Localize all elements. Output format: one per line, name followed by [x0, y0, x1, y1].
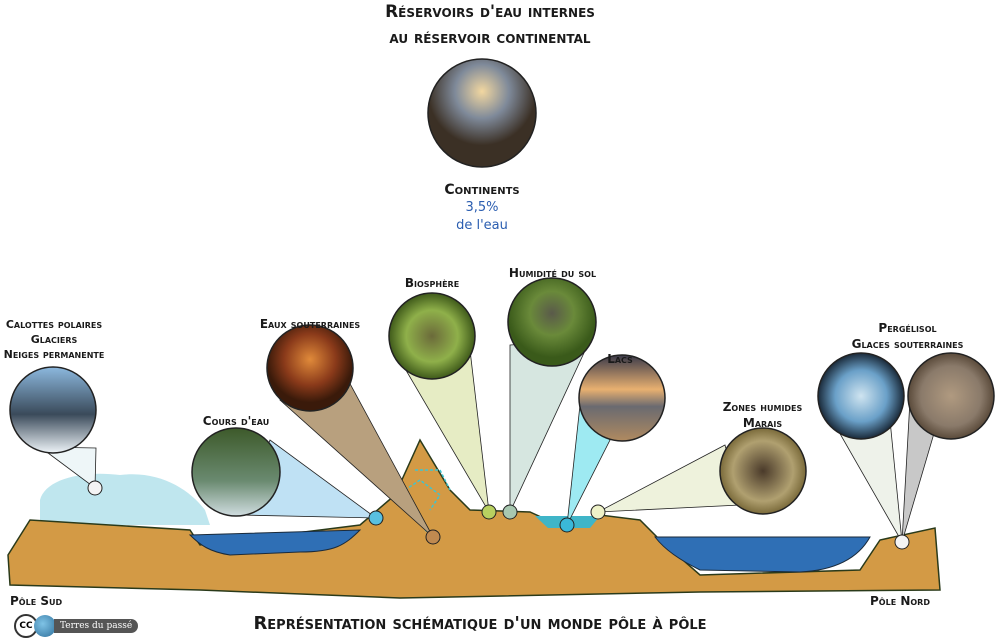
anchor-humidite: [502, 504, 518, 520]
photo-pergelisol-2: [907, 352, 995, 440]
diagram-caption: Représentation schématique d'un monde pô…: [253, 613, 707, 634]
label-souterraines: Eaux souterraines: [259, 317, 361, 331]
label-cours: Cours d'eau: [202, 414, 270, 428]
label-lacs: Lacs: [607, 352, 633, 366]
photo-cours: [191, 427, 281, 517]
photo-humidite: [507, 277, 597, 367]
label-line: Calottes polaires: [5, 318, 103, 331]
label-pole-sud: Pôle Sud: [10, 594, 63, 608]
label-biosphere: Biosphère: [404, 276, 460, 290]
page-title: Réservoirs d'eau internes au réservoir c…: [300, 0, 680, 51]
ground: [7, 438, 941, 599]
ocean-north: [653, 536, 871, 573]
photo-continents: [427, 58, 537, 168]
anchor-zones: [590, 504, 606, 520]
label-zones: Zones humides Marais: [700, 399, 825, 431]
continents-sub: de l'eau: [456, 218, 508, 233]
label-continents: Continents: [444, 182, 520, 198]
label-humidite: Humidité du sol: [508, 266, 597, 280]
cone-zones: [597, 444, 741, 513]
label-line: Neiges permanente: [3, 347, 105, 361]
label-line: Zones humides: [722, 400, 803, 414]
anchor-cours: [368, 510, 384, 526]
title-line-1: Réservoirs d'eau internes: [385, 2, 595, 22]
label-line: Glaciers: [30, 332, 78, 346]
photo-pergelisol-1: [817, 352, 905, 440]
label-line: Glaces souterraines: [851, 337, 964, 352]
anchor-biosphere: [481, 504, 497, 520]
anchor-lacs: [559, 517, 575, 533]
label-pole-nord: Pôle Nord: [870, 594, 930, 608]
logo-text: Terres du passé: [54, 619, 139, 633]
ocean-south: [188, 529, 362, 556]
ice-cap: [40, 473, 210, 525]
continents-percent: 3,5%: [465, 200, 499, 215]
anchor-pergelisol: [894, 534, 910, 550]
photo-lacs: [578, 354, 666, 442]
photo-zones: [719, 427, 807, 515]
anchor-souterraines: [425, 529, 441, 545]
anchor-calottes: [87, 480, 103, 496]
photo-calottes: [9, 366, 97, 454]
label-pergelisol: Pergélisol Glaces souterraines: [840, 320, 975, 352]
label-line: Marais: [742, 416, 783, 431]
photo-souterraines: [266, 324, 354, 412]
label-calottes: Calottes polaires Glaciers Neiges perman…: [0, 318, 108, 363]
license-logo: CC Terres du passé: [14, 614, 139, 638]
globe-icon: [34, 615, 56, 637]
label-line: Pergélisol: [878, 321, 937, 335]
photo-biosphere: [388, 292, 476, 380]
title-line-2: au réservoir continental: [389, 27, 591, 48]
